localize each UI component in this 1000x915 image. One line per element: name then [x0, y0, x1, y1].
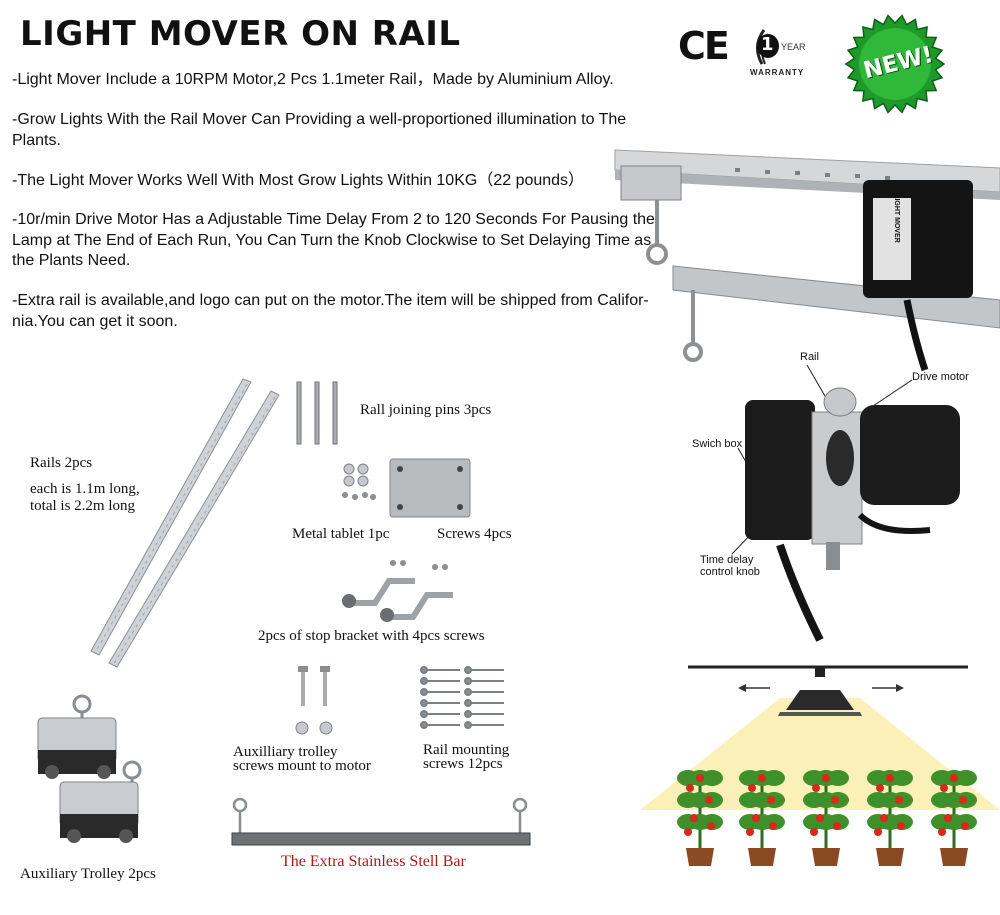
pins-label: Rall joining pins 3pcs	[360, 402, 492, 418]
extra-bar-label: The Extra Stainless Stell Bar	[281, 853, 466, 870]
page-title: LIGHT MOVER ON RAIL	[20, 14, 461, 54]
drive-motor-diagram	[731, 364, 960, 642]
metal-tablet-image	[342, 458, 471, 518]
tomato-plant-icons	[677, 770, 977, 866]
feature-paragraph-3: -The Light Mover Works Well With Most Gr…	[12, 172, 585, 189]
metal-tablet-label: Metal tablet 1pc	[292, 526, 390, 542]
screws-label: Screws 4pcs	[437, 526, 512, 542]
label-drive-motor: Drive motor	[912, 371, 969, 383]
rails-title: Rails 2pcs	[30, 455, 93, 471]
motor-label: LIGHT MOVER	[892, 194, 900, 243]
label-time-delay-line1: Time delay	[700, 554, 754, 566]
ce-mark-icon: CE	[678, 24, 730, 68]
warranty-laurel-icon	[756, 29, 779, 65]
aux-screws-line2: screws mount to motor	[233, 758, 371, 774]
rail-mounting-screws-image	[420, 666, 504, 729]
rails-desc-line2: total is 2.2m long	[30, 498, 135, 514]
aux-screws-line1: Auxilliary trolley	[233, 744, 338, 760]
rails-desc-line1: each is 1.1m long,	[30, 481, 140, 497]
aux-trolley-label: Auxiliary Trolley 2pcs	[20, 866, 156, 882]
rail-mounting-label: Rail mounting screws 12pcs	[423, 742, 510, 772]
rails-description: each is 1.1m long, total is 2.2m long	[30, 481, 140, 515]
feature-paragraph-4: -10r/min Drive Motor Has a Adjustable Ti…	[12, 211, 655, 269]
joining-pins-image	[296, 381, 338, 445]
warranty-badge: 1 YEAR WARRANTY	[748, 24, 818, 80]
new-badge: NEW!	[844, 14, 946, 114]
label-rail: Rail	[800, 351, 819, 363]
label-time-delay-line2: control knob	[700, 566, 760, 578]
warranty-number: 1	[761, 34, 774, 55]
label-time-delay: Time delay control knob	[700, 554, 760, 578]
rail-mounting-line1: Rail mounting	[423, 742, 510, 758]
stop-bracket-label: 2pcs of stop bracket with 4pcs screws	[258, 628, 485, 644]
grow-light-illustration	[640, 665, 1000, 866]
aux-screws-label: Auxilliary trolley screws mount to motor	[233, 744, 371, 774]
label-switch-box: Swich box	[692, 438, 743, 450]
aux-trolley-image	[37, 694, 142, 843]
rail-mounting-line2: screws 12pcs	[423, 756, 503, 772]
rail-motor-photo	[614, 149, 1000, 372]
warranty-word: WARRANTY	[750, 68, 805, 77]
feature-paragraph-1: -Light Mover Include a 10RPM Motor,2 Pcs…	[12, 71, 614, 88]
warranty-unit: YEAR	[781, 42, 806, 52]
aux-trolley-screws-image	[295, 666, 333, 735]
feature-paragraph-2: -Grow Lights With the Rail Mover Can Pro…	[12, 111, 627, 149]
feature-paragraph-5: -Extra rail is available,and logo can pu…	[12, 292, 649, 330]
rails-image	[90, 378, 280, 668]
stop-brackets-image	[342, 560, 453, 622]
extra-bar-image	[231, 797, 531, 846]
new-starburst-icon	[844, 14, 946, 114]
